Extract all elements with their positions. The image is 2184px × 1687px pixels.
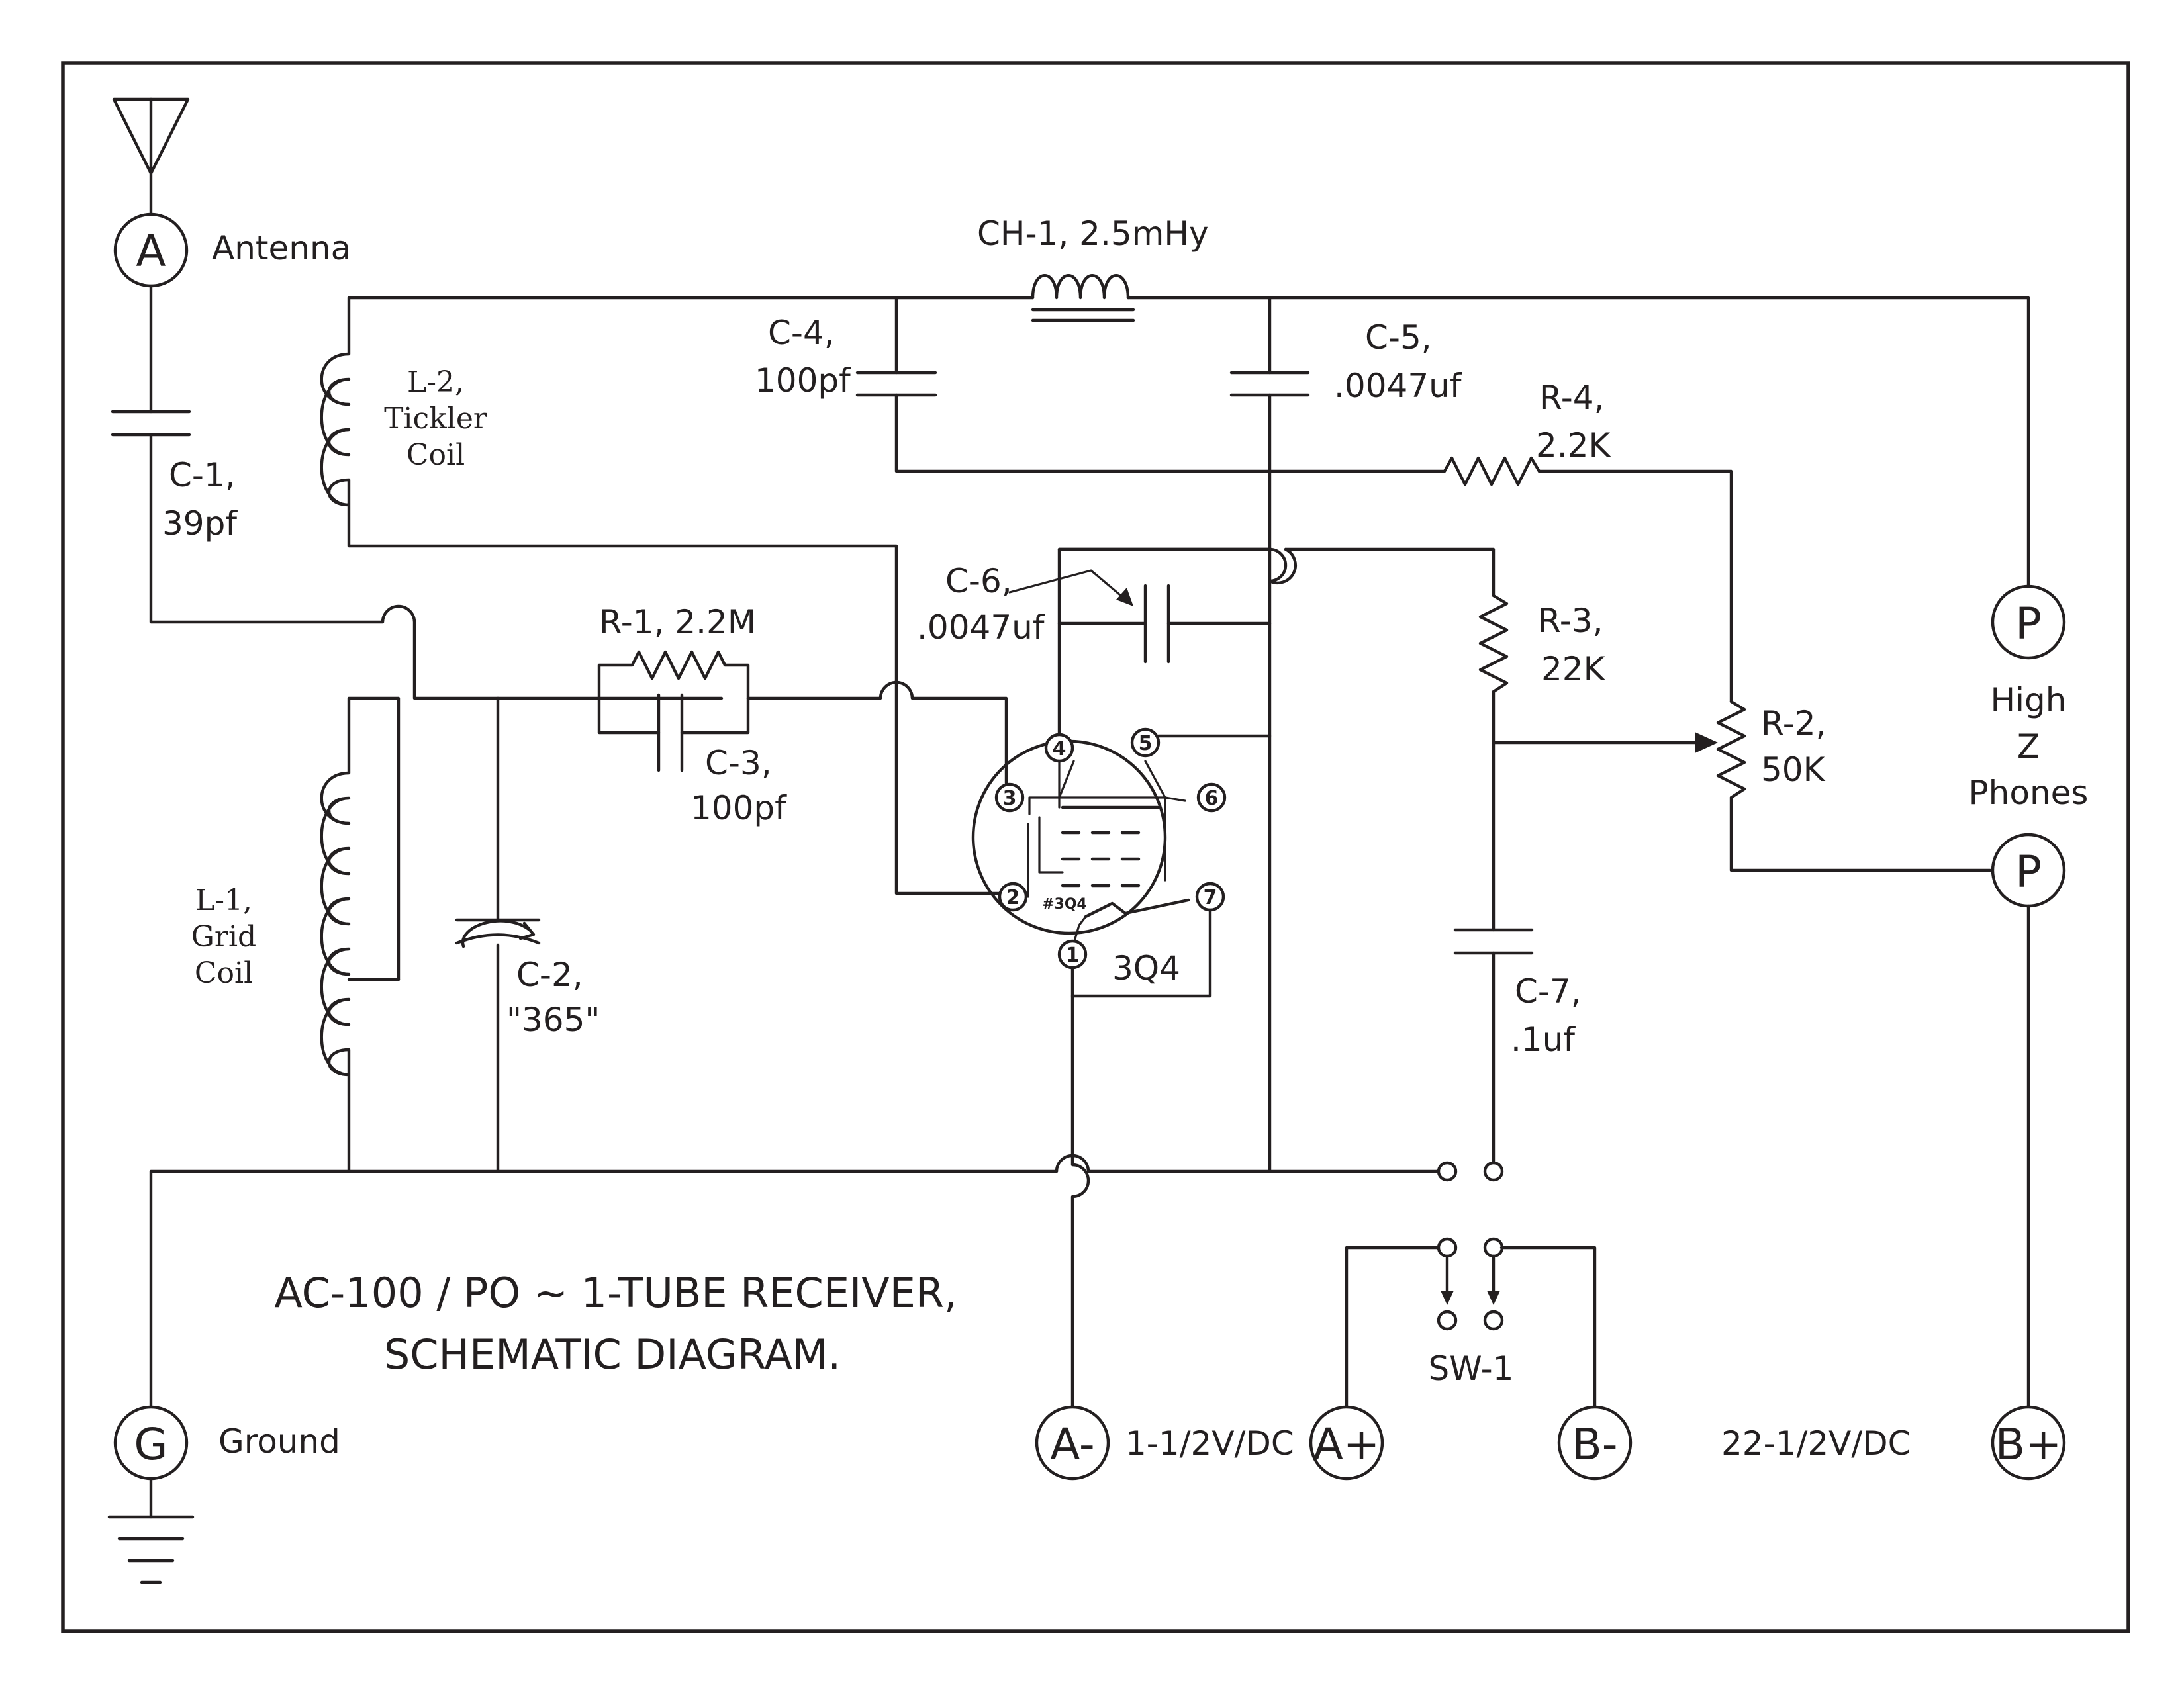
phones-terminal-top: P	[1991, 584, 2066, 660]
svg-text:B-: B-	[1572, 1419, 1617, 1470]
svg-text:7: 7	[1204, 886, 1217, 909]
tube-pin-1: 1	[1057, 939, 1088, 970]
a-minus-terminal: A-	[1035, 1405, 1110, 1481]
svg-text:6: 6	[1205, 787, 1219, 810]
r3-value: 22K	[1541, 650, 1606, 688]
svg-text:G: G	[134, 1419, 167, 1470]
c4-capacitor	[855, 371, 937, 397]
ground-label: Ground	[218, 1422, 340, 1461]
c6-capacitor	[1143, 584, 1170, 664]
svg-text:P: P	[2015, 846, 2042, 897]
sw1-label: SW-1	[1428, 1349, 1513, 1388]
tube-pin-5: 5	[1130, 727, 1161, 758]
c4-name: C-4,	[768, 314, 835, 352]
earth-ground-symbol	[107, 1477, 195, 1584]
svg-text:P: P	[2015, 598, 2042, 649]
svg-text:B+: B+	[1995, 1419, 2062, 1470]
c2-variable-capacitor	[455, 918, 541, 948]
l1-line1: L-1,	[195, 884, 252, 917]
r4-name: R-4,	[1539, 379, 1604, 417]
c1-name: C-1,	[169, 456, 236, 494]
c7-value: .1uf	[1511, 1021, 1576, 1059]
diagram-title-line1: AC-100 / PO ~ 1-TUBE RECEIVER,	[274, 1269, 957, 1317]
svg-text:A-: A-	[1050, 1419, 1095, 1470]
r2-value: 50K	[1761, 751, 1826, 789]
antenna-label: Antenna	[212, 229, 351, 267]
tube-pin-2: 2	[998, 882, 1028, 912]
sw1-switch	[1345, 1161, 1597, 1408]
l1-line3: Coil	[195, 956, 253, 990]
c3-name: C-3,	[705, 744, 772, 782]
svg-text:1: 1	[1066, 944, 1080, 967]
r2-name: R-2,	[1761, 704, 1826, 743]
phones-label-line1: High	[1991, 681, 2067, 719]
antenna-symbol	[112, 97, 190, 220]
b-plus-terminal: B+	[1991, 1405, 2066, 1481]
tube-pin-3: 3	[994, 782, 1025, 813]
tube-name: 3Q4	[1112, 949, 1180, 987]
l2-line1: L-2,	[407, 365, 464, 399]
c2-name: C-2,	[516, 956, 583, 994]
a-plus-terminal: A+	[1309, 1405, 1384, 1481]
ch1-rf-choke	[1031, 274, 1135, 322]
c5-value: .0047uf	[1334, 367, 1462, 405]
svg-text:3: 3	[1003, 787, 1017, 810]
b-minus-terminal: B-	[1557, 1405, 1633, 1481]
c4-value: 100pf	[755, 361, 851, 400]
r1-label: R-1, 2.2M	[599, 603, 756, 641]
svg-text:#3Q4: #3Q4	[1042, 896, 1087, 913]
c1-capacitor	[111, 410, 191, 437]
l2-tickler-coil	[320, 296, 1003, 895]
l1-line2: Grid	[191, 920, 256, 954]
tube-pin-4: 4	[1044, 733, 1074, 763]
a-supply-label: 1-1/2V/DC	[1125, 1424, 1294, 1463]
r1-resistor	[597, 650, 750, 700]
tube-pin-7: 7	[1195, 882, 1225, 912]
ground-terminal: G	[113, 1405, 189, 1481]
r4-value: 2.2K	[1536, 426, 1611, 465]
c7-capacitor	[1453, 928, 1534, 955]
r4-resistor	[1443, 456, 1541, 486]
c2-value: "365"	[506, 1001, 600, 1039]
r3-resistor	[1478, 594, 1509, 694]
l1-grid-coil	[320, 696, 401, 1173]
tube-pin-6: 6	[1196, 782, 1227, 813]
drawing-border	[61, 61, 2130, 1633]
phones-label-line3: Phones	[1969, 774, 2089, 812]
c6-value: .0047uf	[917, 608, 1045, 647]
antenna-terminal: A	[113, 212, 189, 288]
c3-value: 100pf	[690, 789, 787, 827]
r3-name: R-3,	[1538, 602, 1603, 640]
svg-text:2: 2	[1006, 886, 1020, 909]
ch1-label: CH-1, 2.5mHy	[977, 214, 1209, 253]
c5-capacitor	[1229, 371, 1310, 397]
c3-capacitor	[597, 693, 750, 772]
phones-terminal-bottom: P	[1991, 833, 2066, 908]
c7-name: C-7,	[1515, 972, 1582, 1011]
phones-label-line2: Z	[2017, 727, 2040, 766]
l2-line2: Tickler	[384, 402, 488, 435]
r2-potentiometer	[1716, 700, 1746, 799]
svg-text:5: 5	[1139, 732, 1153, 755]
svg-text:A+: A+	[1313, 1419, 1380, 1470]
c6-name: C-6,	[945, 562, 1012, 600]
c1-value: 39pf	[162, 504, 238, 543]
c5-name: C-5,	[1365, 318, 1432, 357]
l2-line3: Coil	[406, 438, 465, 472]
svg-text:4: 4	[1053, 737, 1067, 760]
b-supply-label: 22-1/2V/DC	[1721, 1424, 1911, 1463]
diagram-title-line2: SCHEMATIC DIAGRAM.	[384, 1330, 841, 1379]
svg-text:A: A	[136, 226, 166, 277]
